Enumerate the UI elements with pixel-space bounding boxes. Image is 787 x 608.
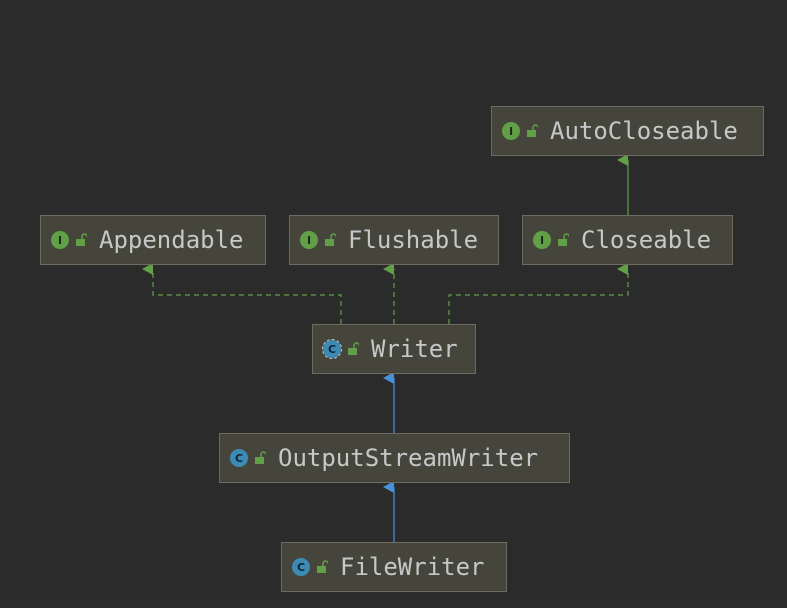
node-filewriter[interactable]: C FileWriter: [281, 542, 507, 592]
class-icon: C: [230, 449, 248, 467]
node-label: Appendable: [99, 226, 244, 254]
interface-icon: I: [533, 231, 551, 249]
node-closeable[interactable]: I Closeable: [522, 215, 733, 265]
node-label: Writer: [371, 335, 458, 363]
open-lock-icon: [255, 451, 266, 464]
open-lock-icon: [348, 342, 359, 355]
node-writer[interactable]: C Writer: [312, 324, 476, 374]
class-icon: C: [292, 558, 310, 576]
node-autocloseable[interactable]: I AutoCloseable: [491, 106, 764, 156]
open-lock-icon: [317, 560, 328, 573]
node-label: Flushable: [348, 226, 479, 254]
node-label: FileWriter: [340, 553, 485, 581]
edge-writer-closeable: [448, 263, 629, 324]
interface-icon: I: [51, 231, 69, 249]
node-label: Closeable: [581, 226, 712, 254]
node-flushable[interactable]: I Flushable: [289, 215, 499, 265]
interface-icon: I: [502, 122, 520, 140]
abstract-class-icon: C: [322, 339, 342, 359]
open-lock-icon: [76, 233, 87, 246]
interface-icon: I: [300, 231, 318, 249]
node-label: OutputStreamWriter: [278, 444, 539, 472]
open-lock-icon: [325, 233, 336, 246]
open-lock-icon: [558, 233, 569, 246]
node-appendable[interactable]: I Appendable: [40, 215, 266, 265]
open-lock-icon: [527, 124, 538, 137]
node-label: AutoCloseable: [550, 117, 738, 145]
edge-writer-appendable: [142, 263, 342, 324]
node-outputstreamwriter[interactable]: C OutputStreamWriter: [219, 433, 570, 483]
